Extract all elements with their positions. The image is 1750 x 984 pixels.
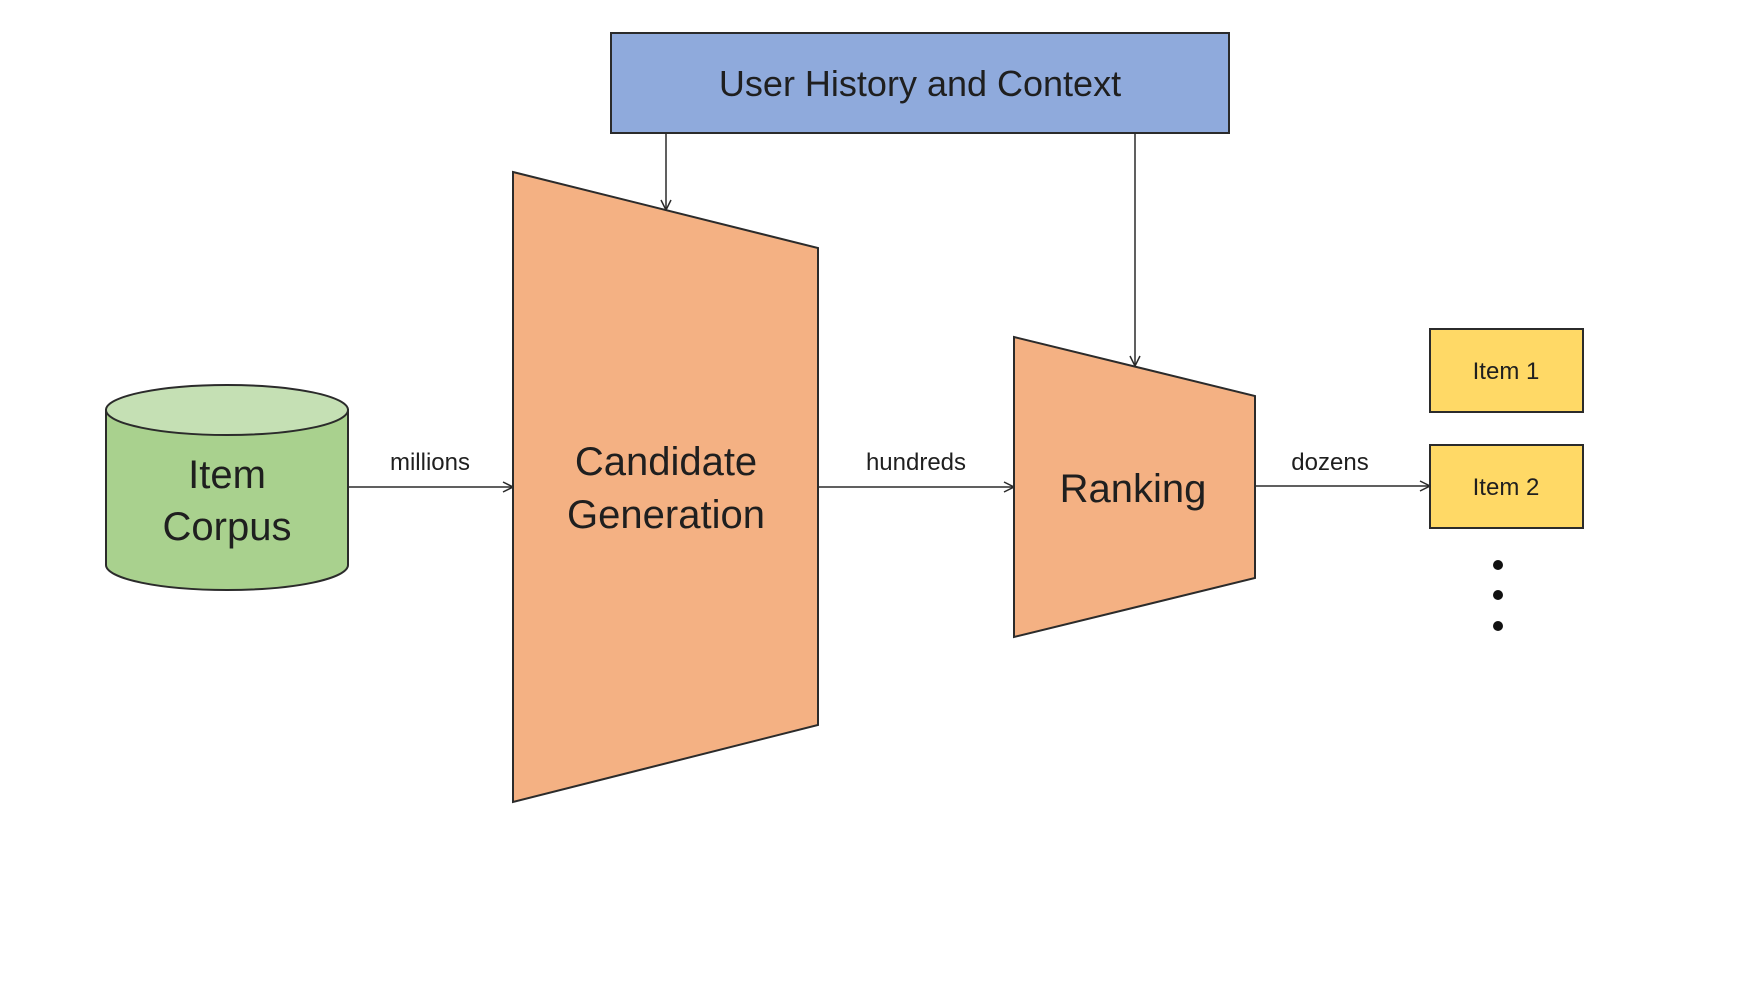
- vertical-ellipsis-icon: [1493, 560, 1503, 631]
- output-item-2-label: Item 2: [1473, 474, 1540, 501]
- candidate-generation-node: Candidate Generation: [512, 170, 819, 804]
- item-corpus-node: Item Corpus: [105, 384, 349, 591]
- candidate-generation-label-line1: Candidate: [575, 440, 757, 484]
- output-item-1-label: Item 1: [1473, 358, 1540, 385]
- item-corpus-label-line1: Item: [188, 453, 266, 497]
- user-history-context-node: User History and Context: [610, 32, 1230, 134]
- output-item-1-box: [1429, 328, 1584, 413]
- item-corpus-label-line2: Corpus: [163, 505, 292, 549]
- ranking-node: Ranking: [1013, 335, 1256, 639]
- user-history-context-label: User History and Context: [719, 63, 1121, 104]
- edge-label-dozens: dozens: [1291, 449, 1368, 476]
- output-item-2-box: [1429, 444, 1584, 529]
- candidate-generation-label-line2: Generation: [567, 493, 765, 537]
- candidate-generation-shape: [512, 170, 819, 804]
- output-item-1: Item 1: [1429, 328, 1584, 413]
- output-item-2: Item 2: [1429, 444, 1584, 529]
- ranking-shape: [1013, 335, 1256, 639]
- edge-label-millions: millions: [390, 449, 470, 476]
- item-corpus-cylinder-top: [105, 384, 349, 436]
- user-history-context-box: [610, 32, 1230, 134]
- ranking-label: Ranking: [1060, 467, 1207, 511]
- edge-label-hundreds: hundreds: [866, 449, 966, 476]
- item-corpus-cylinder-body: [105, 409, 349, 591]
